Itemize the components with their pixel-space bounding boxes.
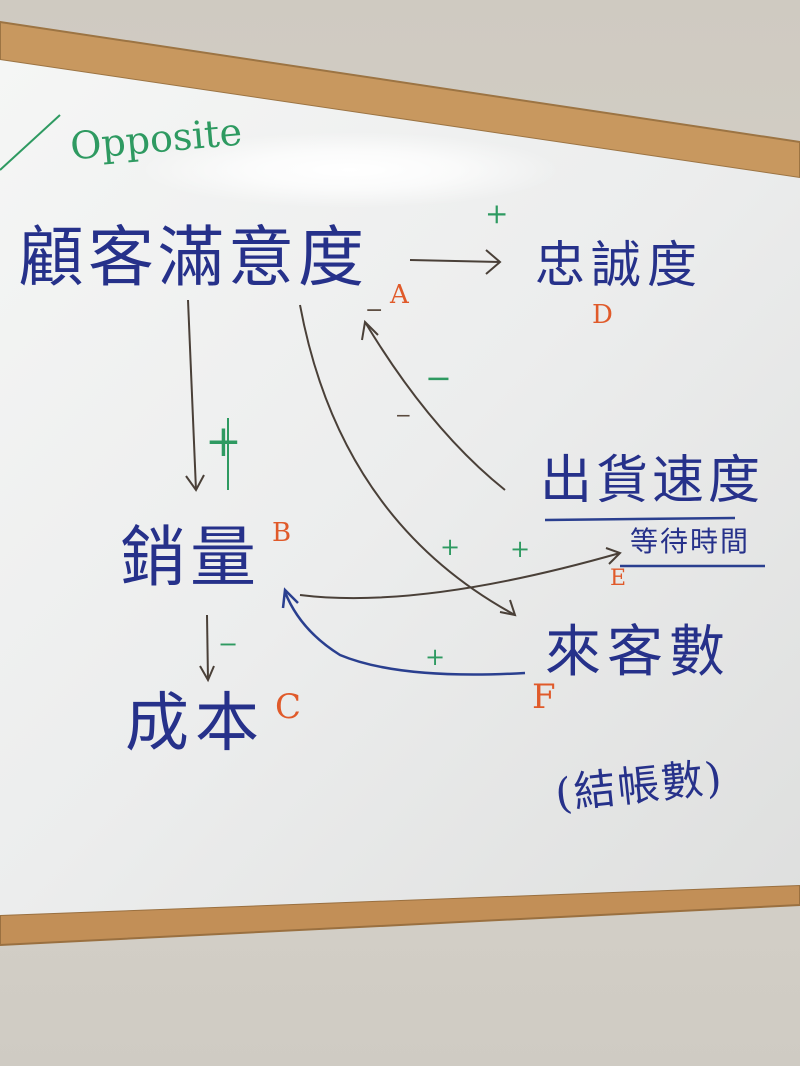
label-c: C — [275, 687, 302, 727]
label-d: D — [592, 300, 613, 330]
arrow-satisfaction-to-loyalty — [409, 249, 502, 275]
node-sales: 銷量 — [120, 519, 260, 596]
sign-speed: − — [425, 359, 452, 397]
sign-loyalty: + — [485, 197, 509, 230]
label-f: F — [532, 677, 556, 717]
arrow-satisfaction-to-visitors — [299, 304, 517, 617]
node-cost: 成本 — [125, 687, 265, 761]
label-b: B — [272, 518, 292, 548]
arrow-speed-to-satisfaction — [361, 319, 506, 491]
arrow-satisfaction-to-sales — [185, 299, 205, 492]
arrow-sales-to-cost — [199, 614, 215, 683]
sign-cost: − — [218, 630, 239, 658]
sign-visitors-1: + — [440, 533, 461, 561]
heading-slash — [0, 114, 61, 171]
small-minus-2: − — [395, 403, 412, 427]
node-loyalty: 忠誠度 — [535, 236, 703, 294]
sign-visitors-3: + — [425, 643, 446, 671]
node-visitors: 來客數 — [545, 620, 731, 685]
node-shipping-speed: 出貨速度 — [540, 451, 765, 511]
sign-visitors-2: + — [510, 535, 531, 563]
arrow-sales-to-waittime — [299, 547, 622, 600]
sign-sales: + — [205, 416, 242, 467]
small-minus-1: − — [365, 298, 384, 323]
node-wait-time: 等待時間 — [630, 525, 751, 558]
label-a: A — [390, 280, 409, 310]
node-customer-satisfaction: 顧客滿意度 — [18, 219, 368, 296]
speed-underline — [544, 516, 736, 522]
arrow-visitors-to-sales — [281, 587, 526, 676]
label-e: E — [610, 566, 627, 591]
